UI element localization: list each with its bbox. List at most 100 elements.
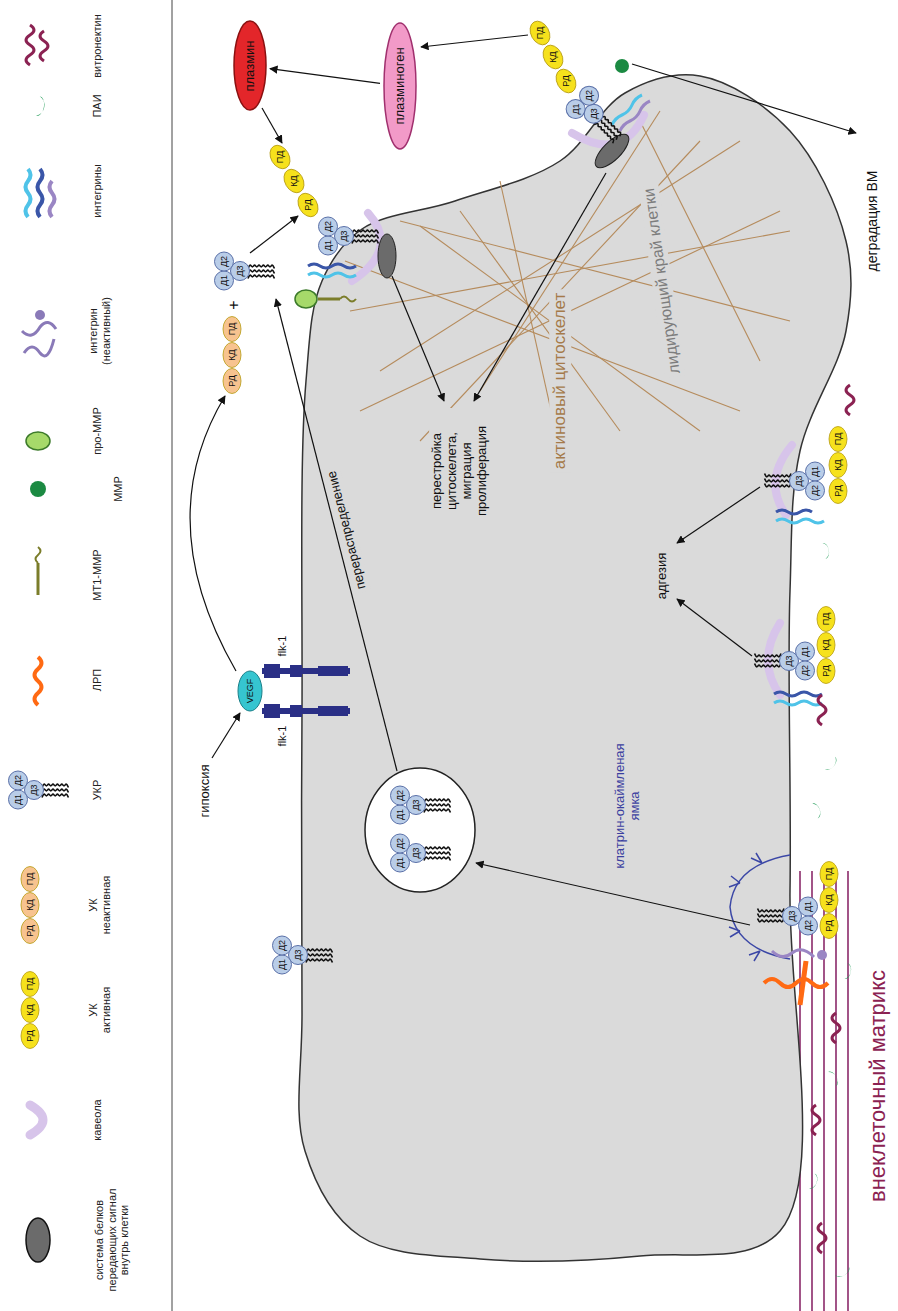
upa-domain [21, 1024, 39, 1049]
vitronectin [812, 1105, 820, 1135]
upar-domain [796, 642, 815, 661]
clathrin-coat [729, 853, 790, 961]
gpi-anchor [755, 654, 781, 657]
domain-label: Д1 [804, 901, 813, 912]
pai-crescent [823, 542, 831, 559]
caveola [352, 115, 792, 695]
vitronectin [846, 385, 854, 415]
upa-domain [223, 369, 241, 394]
upa-domain [817, 607, 835, 632]
domain-label: РД [304, 199, 313, 211]
matrix-fibres [835, 871, 837, 1311]
upa-domain [223, 343, 241, 368]
domain-label: Д3 [294, 949, 303, 960]
upar-domain [391, 834, 410, 853]
region-label: внеклеточный матрикс [865, 970, 890, 1202]
legend-text: интегрины [91, 164, 104, 218]
process-arrow [677, 599, 752, 656]
process-label: перестройка цитоскелета, миграция пролиф… [429, 408, 491, 534]
gpi-anchor [306, 954, 332, 957]
domain-label: Д2 [14, 775, 23, 786]
receptor-label: flk-1 [276, 726, 289, 747]
vitronectin [818, 1223, 826, 1253]
legend-text: про-MMP [91, 407, 104, 455]
integrin [772, 950, 814, 957]
upar-domain [9, 771, 28, 790]
node-text: плазминоген [393, 47, 408, 124]
upar-receptor [391, 786, 451, 824]
gpi-anchor [601, 115, 622, 136]
upar-domain [273, 955, 292, 974]
process-label: адгезия [654, 550, 671, 602]
domain-label: РД [562, 75, 571, 87]
legend-sample [37, 563, 40, 595]
upa-domain [21, 919, 39, 944]
gpi-anchor [765, 474, 791, 477]
integrin [776, 519, 824, 523]
clathrin-coat [730, 855, 790, 959]
upar-receptor [9, 771, 69, 809]
legend-sample [26, 432, 50, 450]
legend-sample [26, 1218, 50, 1262]
legend-sample [30, 481, 46, 497]
proenzyme-ellipse: плазминоген [383, 22, 417, 150]
legend-sample [40, 31, 48, 61]
upar-domain [391, 786, 410, 805]
domain-label: Д3 [788, 910, 797, 921]
upar-domain [9, 790, 28, 809]
upa-domain [820, 914, 838, 939]
upar-receptor [273, 936, 333, 974]
flk1-receptor [318, 706, 348, 716]
domain-label: Д1 [220, 275, 229, 286]
pai-crescent [828, 1070, 840, 1086]
upar-domain [806, 481, 825, 500]
domain-label: ПД [834, 433, 843, 446]
domain-label: Д3 [412, 799, 421, 810]
molecule-icons [9, 18, 848, 1049]
vitronectin [812, 385, 854, 1253]
process-arrow [250, 216, 298, 253]
gpi-anchor [42, 789, 68, 792]
legend-sample [26, 169, 31, 217]
gpi-anchor [352, 240, 378, 243]
domain-label: РД [26, 925, 35, 937]
legend-divider [172, 0, 173, 1311]
actin-filaments [460, 211, 620, 431]
vitronectin [818, 695, 826, 725]
legend-text: MT1-MMP [91, 549, 104, 600]
legend-text: интегрин (неактивный) [87, 286, 112, 376]
upar-domain [796, 661, 815, 680]
pai-crescent [809, 1173, 819, 1190]
process-arrow [262, 108, 282, 143]
gpi-anchor [352, 230, 378, 233]
integrin [776, 510, 812, 514]
gpi-anchor [424, 804, 450, 807]
node-shape [384, 23, 416, 149]
gpi-anchor [248, 270, 274, 273]
domain-label: ПД [228, 323, 237, 336]
domain-label: КД [834, 459, 843, 470]
upa-domain [21, 867, 39, 892]
upar-domain [391, 853, 410, 872]
gpi-anchor [758, 909, 784, 912]
legend-sample [35, 657, 42, 705]
arrow-connector [270, 69, 380, 84]
upa-domain [829, 427, 847, 452]
domain-label: Д3 [795, 475, 804, 486]
matrix-fibres [800, 871, 848, 1311]
domain-label: КД [825, 894, 834, 905]
legend-text: система белков передающих сигнал внутрь … [93, 1185, 131, 1295]
mt1-mmp [318, 298, 340, 301]
legend-sample [38, 169, 43, 217]
domain-label: Д1 [571, 104, 580, 115]
structure-label: актиновый цитоскелет [549, 290, 571, 473]
gpi-anchor [306, 949, 332, 952]
signal-protein [590, 129, 634, 173]
domain-label: Д3 [236, 265, 245, 276]
legend-text: витронектин [91, 14, 104, 78]
legend-text: УК активная [87, 979, 112, 1041]
